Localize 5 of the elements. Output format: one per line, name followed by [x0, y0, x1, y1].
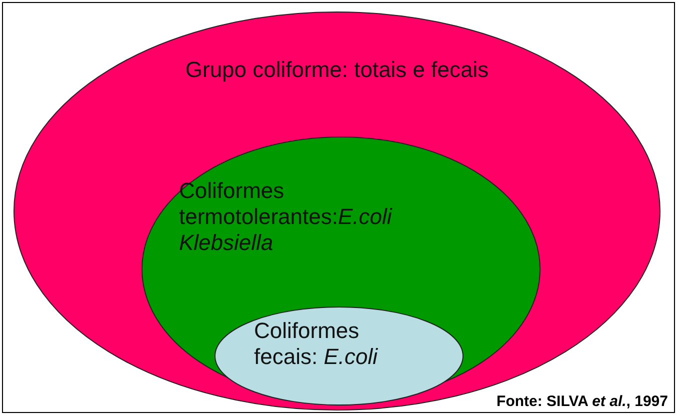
- inner-ellipse: [214, 306, 464, 406]
- source-caption: Fonte: SILVA et al., 1997: [494, 393, 670, 410]
- ellipse-label: Grupo coliforme: totais e fecais: [184, 57, 490, 83]
- ellipse-label: Coliformes termotolerantes:E.coli Klebsiella: [179, 178, 394, 256]
- ellipse-label: Coliformes fecais: E.coli: [254, 318, 379, 370]
